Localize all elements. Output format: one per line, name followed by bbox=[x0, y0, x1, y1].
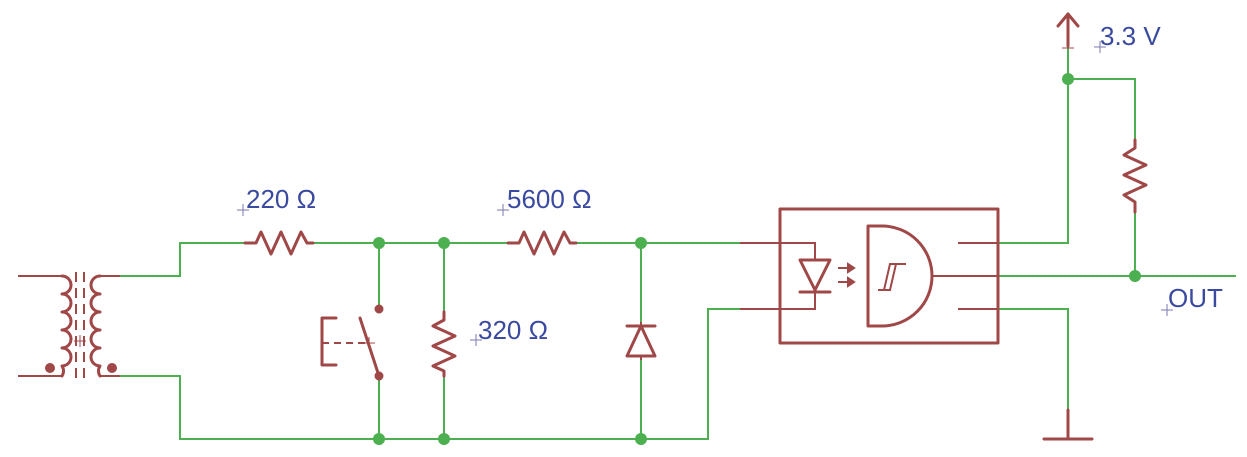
junction-dot bbox=[635, 237, 647, 249]
label-r3: 320 Ω bbox=[478, 315, 548, 345]
transformer-symbol bbox=[18, 272, 120, 380]
junction-dot bbox=[373, 433, 385, 445]
resistor-pullup bbox=[1122, 138, 1148, 214]
wires bbox=[120, 46, 1236, 440]
resistor-r3 bbox=[431, 310, 457, 378]
label-out: OUT bbox=[1168, 283, 1223, 313]
label-r2: 5600 Ω bbox=[507, 184, 592, 214]
junction-dot bbox=[373, 237, 385, 249]
junction-dot bbox=[438, 433, 450, 445]
label-r1: 220 Ω bbox=[246, 184, 316, 214]
diode-symbol bbox=[625, 322, 657, 360]
resistor-r1 bbox=[243, 230, 315, 256]
resistor-r2 bbox=[506, 230, 578, 256]
optocoupler-symbol bbox=[740, 207, 1000, 345]
switch-symbol bbox=[320, 304, 384, 381]
labels: 220 Ω 5600 Ω 320 Ω 3.3 V OUT bbox=[237, 21, 1223, 346]
junction-dot bbox=[1062, 73, 1074, 85]
junction-dot bbox=[438, 237, 450, 249]
junction-dot bbox=[1129, 270, 1141, 282]
supply-arrow-icon bbox=[1056, 12, 1080, 49]
label-vcc: 3.3 V bbox=[1100, 21, 1161, 51]
ground-icon bbox=[1042, 408, 1094, 441]
junctions bbox=[373, 73, 1141, 445]
junction-dot bbox=[635, 433, 647, 445]
